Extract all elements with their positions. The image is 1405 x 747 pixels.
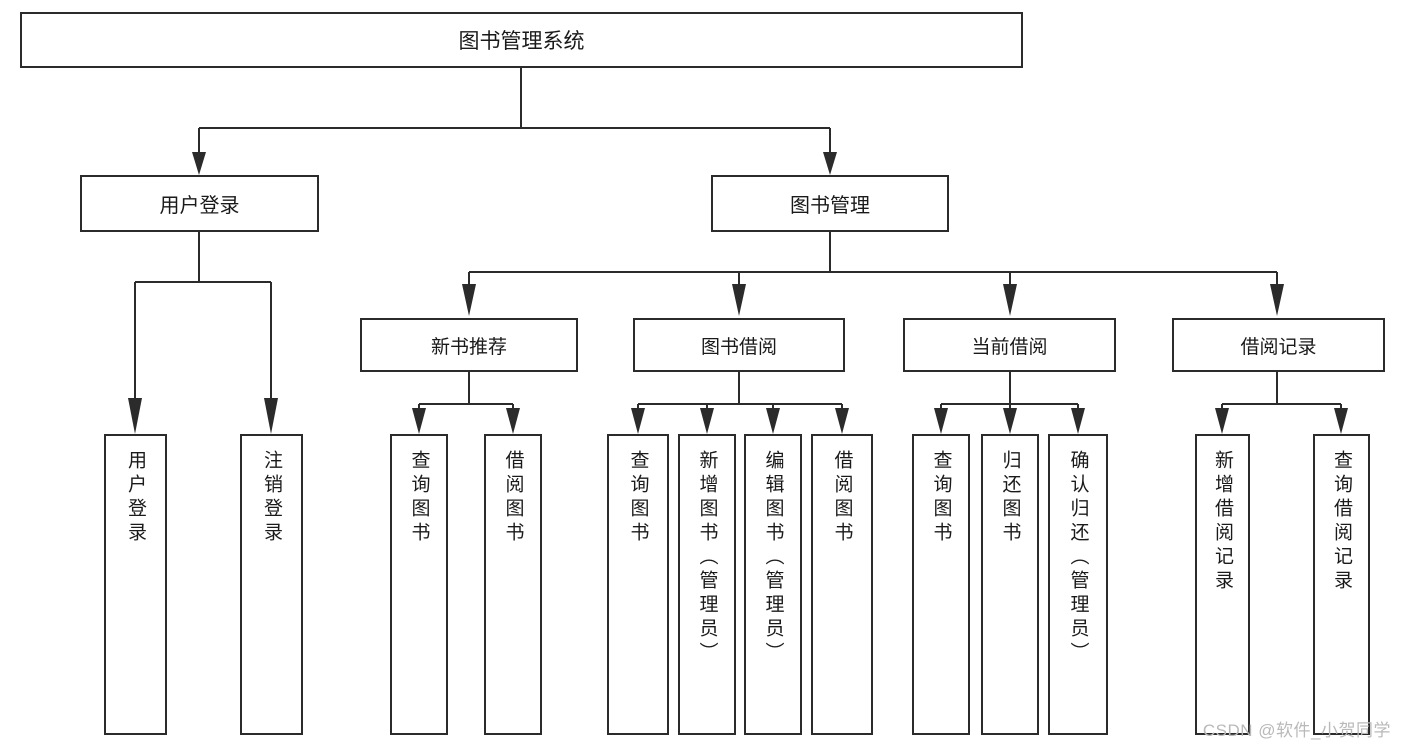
node-label: 借阅图书 [831,450,853,546]
node-leaf-logout[interactable]: 注销登录 [240,434,303,735]
node-leaf-add-borrow-record[interactable]: 新增借阅记录 [1195,434,1250,735]
node-borrow-record[interactable]: 借阅记录 [1172,318,1385,372]
node-label: 确认归还（管理员） [1067,450,1089,666]
node-current-borrow[interactable]: 当前借阅 [903,318,1116,372]
node-label: 图书管理系统 [458,30,585,53]
node-leaf-borrow-book-recommend[interactable]: 借阅图书 [484,434,542,735]
node-label: 当前借阅 [971,336,1048,358]
node-label: 借阅记录 [1240,336,1317,358]
node-book-management[interactable]: 图书管理 [711,175,949,232]
node-label: 借阅图书 [502,450,524,546]
node-new-book-recommendation[interactable]: 新书推荐 [360,318,578,372]
node-leaf-query-book-borrow[interactable]: 查询图书 [607,434,669,735]
watermark-text: CSDN @软件_小贺同学 [1202,721,1391,740]
node-leaf-query-book-recommend[interactable]: 查询图书 [390,434,448,735]
node-label: 图书借阅 [700,336,777,358]
node-user-login[interactable]: 用户登录 [80,175,319,232]
node-leaf-user-login[interactable]: 用户登录 [104,434,167,735]
node-label: 编辑图书（管理员） [762,450,784,666]
node-book-borrow[interactable]: 图书借阅 [633,318,845,372]
node-label: 注销登录 [261,450,282,546]
node-label: 新增借阅记录 [1212,450,1233,594]
node-label: 查询借阅记录 [1331,450,1352,594]
node-label: 新增图书（管理员） [696,450,718,666]
node-leaf-edit-book-admin[interactable]: 编辑图书（管理员） [744,434,802,735]
node-label: 新书推荐 [430,336,507,358]
node-label: 用户登录 [159,195,240,217]
node-label: 图书管理 [790,195,870,217]
node-label: 归还图书 [999,450,1021,546]
node-label: 查询图书 [408,450,430,546]
node-root-book-management-system[interactable]: 图书管理系统 [20,12,1023,68]
node-leaf-query-borrow-record[interactable]: 查询借阅记录 [1313,434,1370,735]
node-leaf-confirm-return-admin[interactable]: 确认归还（管理员） [1048,434,1108,735]
node-label: 查询图书 [627,450,649,546]
node-leaf-add-book-admin[interactable]: 新增图书（管理员） [678,434,736,735]
node-leaf-return-book[interactable]: 归还图书 [981,434,1039,735]
node-label: 查询图书 [930,450,952,546]
node-label: 用户登录 [125,450,146,546]
node-leaf-borrow-book[interactable]: 借阅图书 [811,434,873,735]
node-leaf-query-book-current[interactable]: 查询图书 [912,434,970,735]
